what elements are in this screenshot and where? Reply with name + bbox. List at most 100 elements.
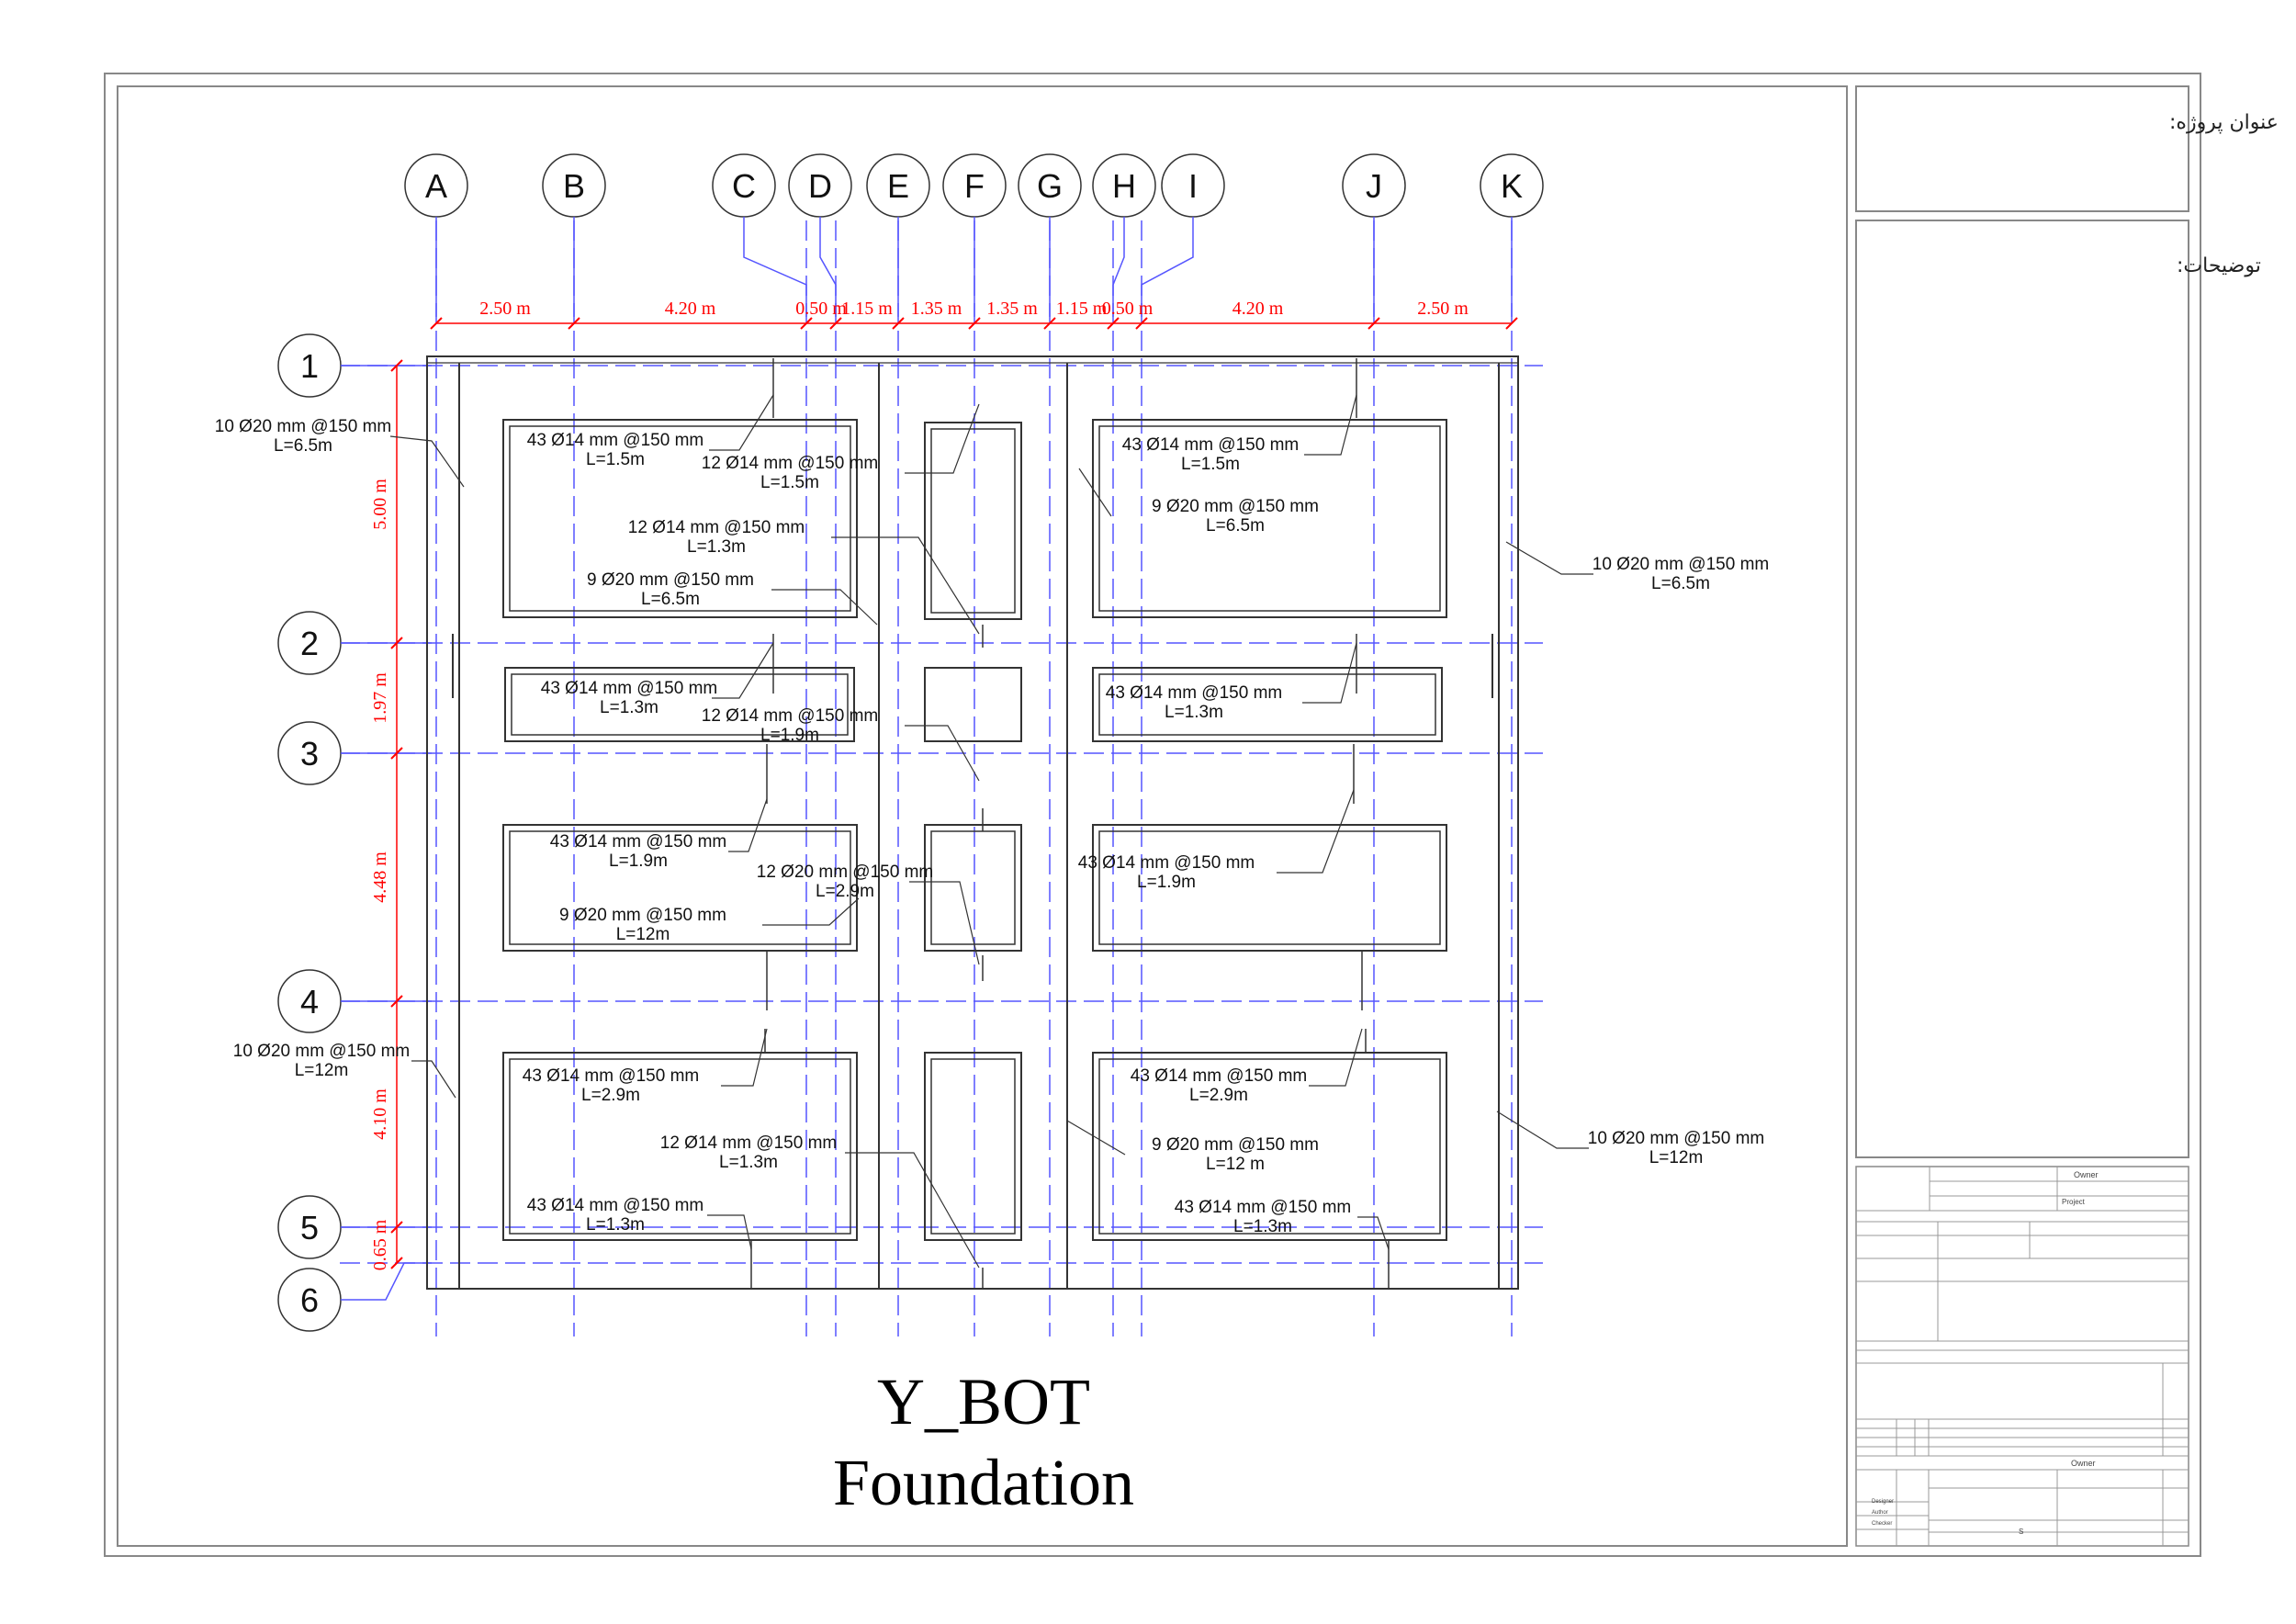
title-block-details [1856, 1167, 2189, 1546]
rebar-label-9-length: L=2.9m [816, 882, 874, 901]
rebar-leader-1 [389, 435, 465, 488]
rebar-label-23-length: L=1.3m [1233, 1217, 1292, 1236]
column-dim-tick-9 [1367, 317, 1380, 330]
row-dim-tick-1 [390, 637, 403, 649]
rebar-leader-10 [762, 897, 860, 926]
outer-border [104, 73, 2201, 1557]
column-dim-9: 4.20 m [1232, 299, 1284, 319]
rebar-label-10-spec: 9 Ø20 mm @150 mm [559, 906, 726, 925]
rebar-label-6-spec: 43 Ø14 mm @150 mm [541, 679, 717, 698]
rebar-leader-13 [845, 1152, 980, 1269]
column-dim-tick-2 [800, 317, 813, 330]
column-dim-tick-8 [1135, 317, 1148, 330]
rebar-label-17-length: L=6.5m [1651, 574, 1710, 593]
grid-bubble-leader-I [1141, 217, 1194, 317]
row-dim-tick-4 [390, 1221, 403, 1234]
column-dim-10: 2.50 m [1417, 299, 1469, 319]
footing-pad-inner-9 [1098, 830, 1441, 945]
grid-bubble-leader-row-6 [341, 1262, 432, 1301]
footing-pad-11 [924, 1052, 1022, 1241]
footing-pad-1 [502, 419, 858, 618]
row-dim-2: 1.97 m [370, 672, 390, 724]
rebar-label-2-length: L=1.5m [586, 450, 645, 469]
sheet-number: S [2019, 1528, 2023, 1536]
grid-label-row-1: 1 [300, 347, 319, 385]
footing-pad-inner-11 [930, 1058, 1016, 1235]
description-label: توضیحات: [2177, 254, 2261, 277]
column-dim-tick-3 [829, 317, 842, 330]
footing-pad-5 [924, 667, 1022, 742]
rebar-leader-16 [1078, 468, 1112, 517]
row-dim-3: 4.48 m [370, 851, 390, 903]
grid-label-D: D [808, 167, 832, 205]
rebar-label-19-spec: 43 Ø14 mm @150 mm [1078, 853, 1255, 873]
footing-pad-inner-2 [930, 428, 1016, 614]
foundation-outline [426, 355, 1519, 1290]
grid-label-B: B [563, 167, 585, 205]
grid-bubble-leader-C [743, 217, 807, 317]
rebar-label-16-length: L=6.5m [1206, 516, 1265, 536]
rebar-label-13-spec: 12 Ø14 mm @150 mm [660, 1133, 837, 1153]
rebar-label-1-length: L=6.5m [274, 436, 332, 456]
row-dim-5: 0.65 m [370, 1219, 390, 1270]
rebar-leader-5 [771, 589, 878, 626]
grid-label-row-4: 4 [300, 983, 319, 1021]
drawing-title: Y_BOT [877, 1365, 1090, 1438]
rebar-label-15-spec: 43 Ø14 mm @150 mm [1122, 435, 1299, 455]
rebar-label-5-spec: 9 Ø20 mm @150 mm [587, 570, 754, 590]
column-dim-7: 1.15 m [1056, 299, 1108, 319]
rebar-label-7-length: L=1.9m [760, 726, 819, 745]
column-dim-2: 4.20 m [665, 299, 716, 319]
rebar-label-13-length: L=1.3m [719, 1153, 778, 1172]
rebar-leader-23 [1357, 1216, 1390, 1250]
footing-pad-inner-10 [509, 1058, 851, 1235]
footing-pad-3 [1092, 419, 1447, 618]
project-label: Project [2062, 1198, 2086, 1206]
rebar-leader-3 [905, 403, 980, 474]
footing-pad-9 [1092, 824, 1447, 952]
rebar-label-22-length: L=12m [1649, 1148, 1704, 1167]
description-box [1855, 220, 2189, 1158]
rebar-label-11-spec: 10 Ø20 mm @150 mm [233, 1042, 410, 1061]
grid-label-row-6: 6 [300, 1281, 319, 1319]
owner-value-2: Owner [2071, 1459, 2096, 1468]
footing-pad-2 [924, 422, 1022, 620]
rebar-leader-2 [709, 394, 774, 451]
rebar-label-19-length: L=1.9m [1137, 873, 1196, 892]
rebar-label-14-length: L=1.3m [586, 1215, 645, 1235]
row-dim-tick-5 [390, 1257, 403, 1269]
rebar-leader-11 [411, 1060, 456, 1099]
drawing-frame [117, 85, 1848, 1547]
rebar-label-6-length: L=1.3m [600, 698, 658, 717]
rebar-label-4-length: L=1.3m [687, 537, 746, 557]
rebar-label-7-spec: 12 Ø14 mm @150 mm [702, 706, 878, 726]
footing-pad-10 [502, 1052, 858, 1241]
footing-pad-6 [1092, 667, 1443, 742]
grid-label-K: K [1501, 167, 1523, 205]
rebar-leader-14 [707, 1214, 752, 1250]
footing-pad-8 [924, 824, 1022, 952]
rebar-leader-15 [1304, 394, 1357, 456]
rebar-label-1-spec: 10 Ø20 mm @150 mm [215, 417, 391, 436]
column-dim-tick-10 [1505, 317, 1518, 330]
grid-label-row-2: 2 [300, 625, 319, 662]
column-dim-3: 0.50 m [795, 299, 847, 319]
rebar-label-20-spec: 43 Ø14 mm @150 mm [1131, 1066, 1307, 1086]
footing-pad-inner-12 [1098, 1058, 1441, 1235]
column-dim-tick-0 [430, 317, 443, 330]
project-title-box [1855, 85, 2189, 212]
row-dim-4: 4.10 m [370, 1088, 390, 1140]
title-block-texts: Owner Project Owner Designer Author Chec… [1872, 1170, 2099, 1536]
rebar-label-20-length: L=2.9m [1189, 1086, 1248, 1105]
footing-pad-inner-8 [930, 830, 1016, 945]
rebar-leader-6 [712, 642, 774, 699]
grid-label-row-3: 3 [300, 735, 319, 773]
project-title-label: عنوان پروژه: [2169, 111, 2279, 134]
rebar-leader-19 [1277, 789, 1355, 874]
rebar-label-2-spec: 43 Ø14 mm @150 mm [527, 431, 703, 450]
grid-label-I: I [1188, 167, 1198, 205]
footing-pad-inner-3 [1098, 425, 1441, 612]
rebar-label-12-length: L=2.9m [581, 1086, 640, 1105]
